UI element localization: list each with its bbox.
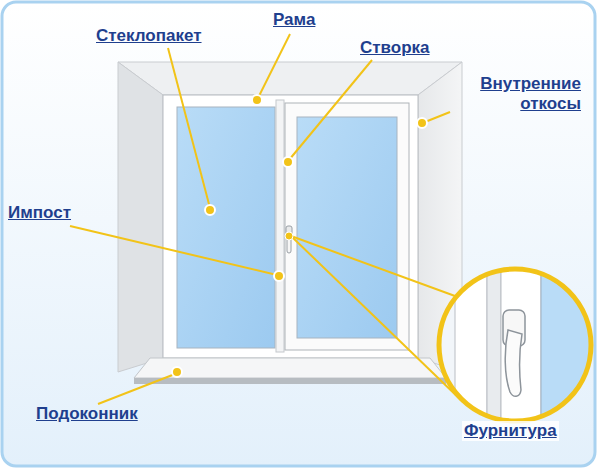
part-label: Подоконник: [36, 404, 138, 424]
part-label: Фурнитура: [462, 421, 559, 441]
part-label: Стеклопакет: [96, 26, 202, 46]
part-label: Створка: [360, 38, 430, 58]
part-label: Внутренние откосы: [441, 74, 581, 114]
part-label: Рама: [273, 10, 315, 30]
part-label: Импост: [8, 203, 71, 223]
